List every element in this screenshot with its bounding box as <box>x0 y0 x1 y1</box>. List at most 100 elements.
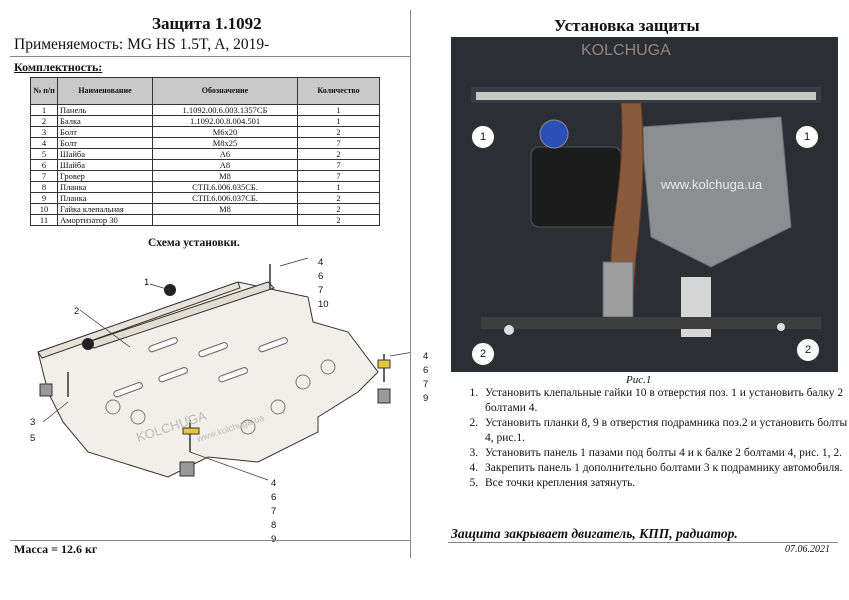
callout-number: 4 <box>271 478 277 489</box>
cell-num: 11 <box>30 214 58 226</box>
cell-designation: М6х20 <box>152 126 298 138</box>
cell-quantity: 2 <box>297 203 380 215</box>
callout-number: 7 <box>271 506 277 517</box>
cell-quantity: 2 <box>297 192 380 204</box>
step-item: Установить клепальные гайки 10 в отверст… <box>481 386 849 416</box>
callout-number: 8 <box>271 520 277 531</box>
installation-title: Установка защиты <box>554 16 700 35</box>
cell-num: 2 <box>30 115 58 127</box>
callout-number: 4 <box>318 257 324 268</box>
cell-designation: А8 <box>152 159 298 171</box>
applicability-line: Применяемость: MG HS 1.5T, A, 2019- <box>14 36 270 53</box>
cell-designation: М8 <box>152 170 298 182</box>
cell-name: Гровер <box>57 170 153 182</box>
cell-quantity: 7 <box>297 137 380 149</box>
document-date: 07.06.2021 <box>785 544 830 555</box>
cell-name: Болт <box>57 137 153 149</box>
plate-bottom <box>182 427 200 435</box>
plate-right <box>377 359 391 369</box>
cell-num: 7 <box>30 170 58 182</box>
cell-designation: М8х25 <box>152 137 298 149</box>
cell-quantity: 7 <box>297 170 380 182</box>
cell-num: 6 <box>30 159 58 171</box>
cell-quantity: 7 <box>297 159 380 171</box>
cell-designation <box>152 214 298 226</box>
photo-callout-2-left: 2 <box>471 342 495 366</box>
callout-number: 9 <box>423 393 429 404</box>
callout-5: 5 <box>30 433 36 444</box>
callout-2: 2 <box>74 306 80 317</box>
figure-caption: Рис.1 <box>626 374 652 386</box>
cell-num: 9 <box>30 192 58 204</box>
step-item: Установить планки 8, 9 в отверстия подра… <box>481 416 849 446</box>
photo-callout-1-right: 1 <box>795 125 819 149</box>
bracket-right <box>377 388 391 404</box>
divider-bottom-left <box>10 540 410 541</box>
callout-number: 7 <box>318 285 324 296</box>
callout-stack-right: 4 6 7 9 <box>423 350 428 406</box>
cell-designation: 1.1092.00.6.003.1357СБ <box>152 104 298 116</box>
cell-designation: А6 <box>152 148 298 160</box>
callout-number: 9 <box>271 533 276 547</box>
installation-steps: Установить клепальные гайки 10 в отверст… <box>456 386 849 491</box>
photo-url: www.kolchuga.ua <box>660 177 763 192</box>
photo-beam <box>476 92 816 100</box>
kit-label: Комплектность: <box>14 60 103 74</box>
callout-number: 10 <box>318 299 329 310</box>
cell-quantity: 2 <box>297 214 380 226</box>
panel-holes <box>105 359 336 435</box>
step-item: Все точки крепления затянуть. <box>481 476 849 491</box>
cell-name: Планка <box>57 192 153 204</box>
cell-quantity: 1 <box>297 181 380 193</box>
photo-logo: KOLCHUGA <box>581 42 671 59</box>
cell-num: 1 <box>30 104 58 116</box>
callout-number: 4 <box>423 351 429 362</box>
cell-name: Планка <box>57 181 153 193</box>
col-header-num: № п/п <box>30 77 58 105</box>
cell-quantity: 1 <box>297 115 380 127</box>
divider-bottom-right <box>448 542 838 543</box>
callout-number: 6 <box>318 271 324 282</box>
column-divider <box>410 10 411 558</box>
cell-num: 3 <box>30 126 58 138</box>
callout-stack-top: 4 6 7 10 <box>318 256 329 312</box>
panel-slots <box>113 337 288 398</box>
cell-num: 5 <box>30 148 58 160</box>
oil-filler-cap <box>539 119 569 149</box>
document-title: Защита 1.1092 <box>152 14 262 33</box>
step-item: Закрепить панель 1 дополнительно болтами… <box>481 461 849 476</box>
callout-number: 6 <box>271 492 277 503</box>
cell-designation: СТП.6.006.037СБ. <box>152 192 298 204</box>
cell-name: Болт <box>57 126 153 138</box>
cell-name: Балка <box>57 115 153 127</box>
callout-number: 7 <box>423 379 429 390</box>
cell-num: 8 <box>30 181 58 193</box>
callout-3: 3 <box>30 417 36 428</box>
scheme-title: Схема установки. <box>148 237 240 249</box>
cell-designation: М8 <box>152 203 298 215</box>
cell-quantity: 2 <box>297 148 380 160</box>
installation-scheme-drawing: KOLCHUGA www.kolchuga.ua <box>37 257 410 481</box>
damper-2 <box>82 338 94 350</box>
bracket-bottom <box>179 461 195 477</box>
bracket-left <box>39 383 53 397</box>
cell-num: 10 <box>30 203 58 215</box>
callout-stack-bottom: 4 6 7 8 9 <box>271 477 276 547</box>
photo-callout-2-right: 2 <box>796 338 820 362</box>
protection-note: Защита закрывает двигатель, КПП, радиато… <box>451 526 738 541</box>
cell-designation: 1.1092.00.8.004.501 <box>152 115 298 127</box>
col-header-quantity: Количество <box>297 77 380 105</box>
cell-name: Шайба <box>57 148 153 160</box>
callout-number: 6 <box>423 365 429 376</box>
installation-photo: KOLCHUGA www.kolchuga.ua <box>451 37 838 372</box>
divider-top-left <box>10 56 410 57</box>
cell-quantity: 2 <box>297 126 380 138</box>
